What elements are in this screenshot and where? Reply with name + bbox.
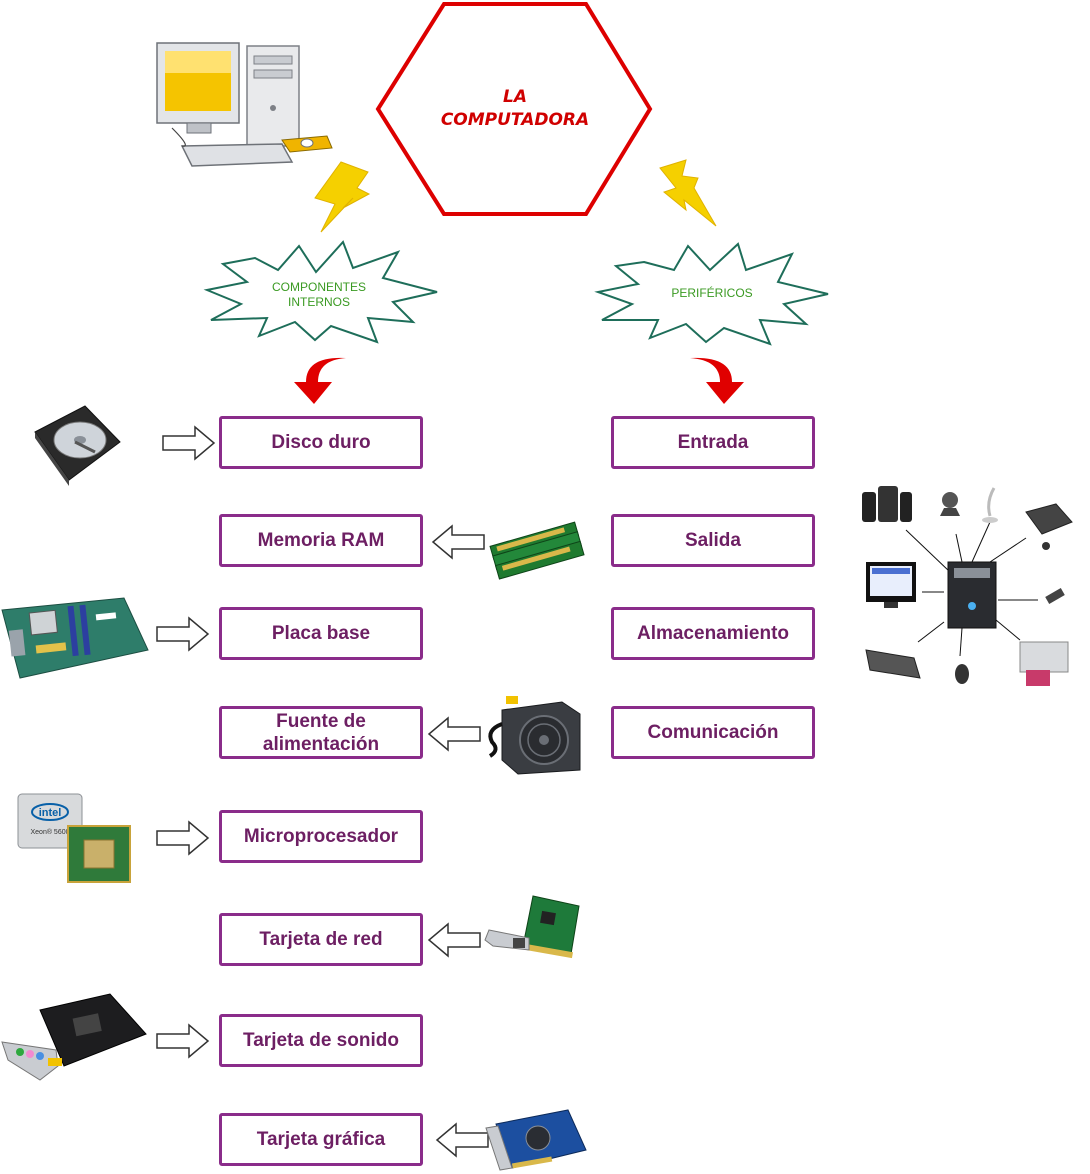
graphics-card-label: Tarjeta gráfica [256,1129,386,1150]
arrow-right-icon [156,820,210,856]
curved-arrow-right-icon [690,357,744,404]
cpu-model-text: Xeon® 5600 [30,828,69,836]
cpu-brand-text: intel [39,807,62,819]
motherboard-label: Placa base [271,623,371,644]
box-communication: Comunicación [611,706,815,759]
internal-components-burst [203,240,438,344]
curved-arrow-left-icon [294,357,346,404]
box-network-card: Tarjeta de red [219,913,423,966]
sound-card-image [1,993,147,1081]
communication-label: Comunicación [647,722,779,743]
power-supply-label: Fuente de alimentación [263,710,379,756]
graphics-card-image [485,1109,587,1171]
arrow-right-icon [162,425,216,461]
network-card-label: Tarjeta de red [259,929,383,950]
box-cpu: Microprocesador [219,810,423,863]
cpu-image: intel Xeon® 5600 [17,793,131,883]
network-card-image [484,895,580,959]
lightning-left-icon [314,161,371,233]
input-label: Entrada [677,432,749,453]
arrow-left-icon [427,922,481,958]
ram-image [489,521,585,580]
box-graphics-card: Tarjeta gráfica [219,1113,423,1166]
arrow-left-icon [435,1122,489,1158]
box-hard-drive: Disco duro [219,416,423,469]
box-sound-card: Tarjeta de sonido [219,1014,423,1067]
output-label: Salida [685,530,741,551]
power-supply-line-1: Fuente de [276,710,366,732]
motherboard-image [1,597,149,679]
hard-drive-image [34,405,121,486]
desktop-computer-illustration [156,42,333,167]
lightning-right-icon [659,159,717,227]
internal-components-line-1: COMPONENTES [271,280,366,294]
sound-card-label: Tarjeta de sonido [243,1030,399,1051]
diagram-title: LA COMPUTADORA [420,86,610,132]
internal-components-line-2: INTERNOS [287,295,350,309]
peripherals-burst [594,242,829,346]
box-ram: Memoria RAM [219,514,423,567]
title-line-2: COMPUTADORA [440,110,590,130]
box-storage: Almacenamiento [611,607,815,660]
ram-label: Memoria RAM [257,530,385,551]
box-motherboard: Placa base [219,607,423,660]
box-input: Entrada [611,416,815,469]
box-output: Salida [611,514,815,567]
arrow-right-icon [156,616,210,652]
power-supply-line-2: alimentación [262,733,380,755]
hard-drive-label: Disco duro [271,432,371,453]
arrow-left-icon [427,716,481,752]
peripherals-label: PERIFÉRICOS [671,286,753,300]
peripherals-cluster-image [862,486,1073,686]
cpu-label: Microprocesador [243,826,399,847]
box-power-supply: Fuente de alimentación [219,706,423,759]
title-hexagon [375,2,653,216]
internal-components-label: COMPONENTES INTERNOS [258,280,380,310]
power-supply-image [488,696,581,775]
arrow-left-icon [431,524,485,560]
arrow-right-icon [156,1023,210,1059]
title-line-1: LA [503,87,527,107]
storage-label: Almacenamiento [636,623,790,644]
